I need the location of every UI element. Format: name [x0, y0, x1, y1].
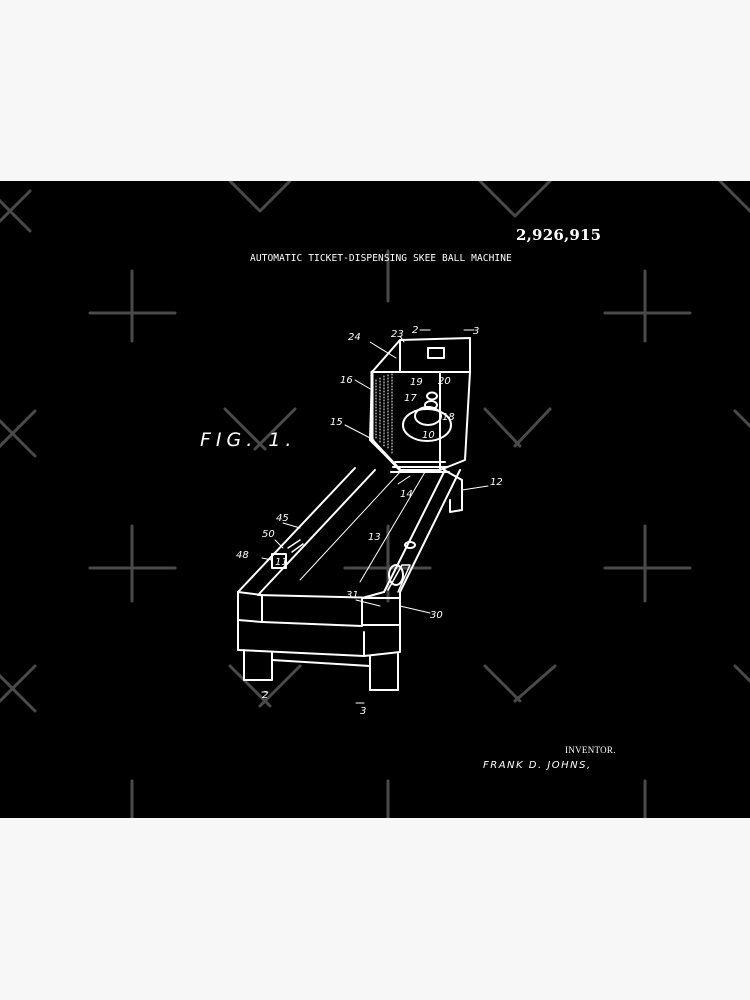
ref-15: 15 [330, 417, 343, 428]
ref-17: 17 [404, 393, 417, 404]
patent-number: 2,926,915 [516, 226, 602, 244]
ref-23: 23 [391, 329, 404, 340]
ref-10: 10 [422, 430, 435, 441]
ref-13: 13 [368, 532, 381, 543]
ref-48: 48 [236, 550, 249, 561]
cabinet-outline [369, 337, 471, 471]
ref-3-bottom: 3 [360, 706, 366, 717]
ref-30: 30 [430, 610, 443, 621]
ref-31: 31 [346, 590, 359, 601]
ref-50: 50 [262, 529, 275, 540]
ref-14: 14 [400, 489, 413, 500]
ref-18: 18 [442, 412, 455, 423]
figure-label: FIG. 1. [200, 429, 297, 451]
patent-title: AUTOMATIC TICKET-DISPENSING SKEE BALL MA… [250, 253, 512, 264]
ref-24: 24 [348, 332, 361, 343]
ref-16: 16 [340, 375, 353, 386]
score-display [427, 347, 445, 359]
ref-19: 19 [410, 377, 423, 388]
ref-3: 3 [473, 326, 479, 337]
ref-2: 2 [412, 325, 418, 336]
inventor-label: INVENTOR. [565, 745, 616, 755]
ref-11: 11 [275, 557, 288, 568]
ref-12: 12 [490, 477, 503, 488]
base-frame [237, 621, 365, 657]
ref-45: 45 [276, 513, 289, 524]
inventor-name: FRANK D. JOHNS, [483, 760, 592, 771]
cabinet-side-panel [370, 370, 402, 472]
ref-20: 20 [438, 376, 451, 387]
alley-left-rail [237, 467, 356, 623]
watermark-pattern [0, 181, 750, 818]
ref-2-bottom: 2 [262, 690, 268, 701]
